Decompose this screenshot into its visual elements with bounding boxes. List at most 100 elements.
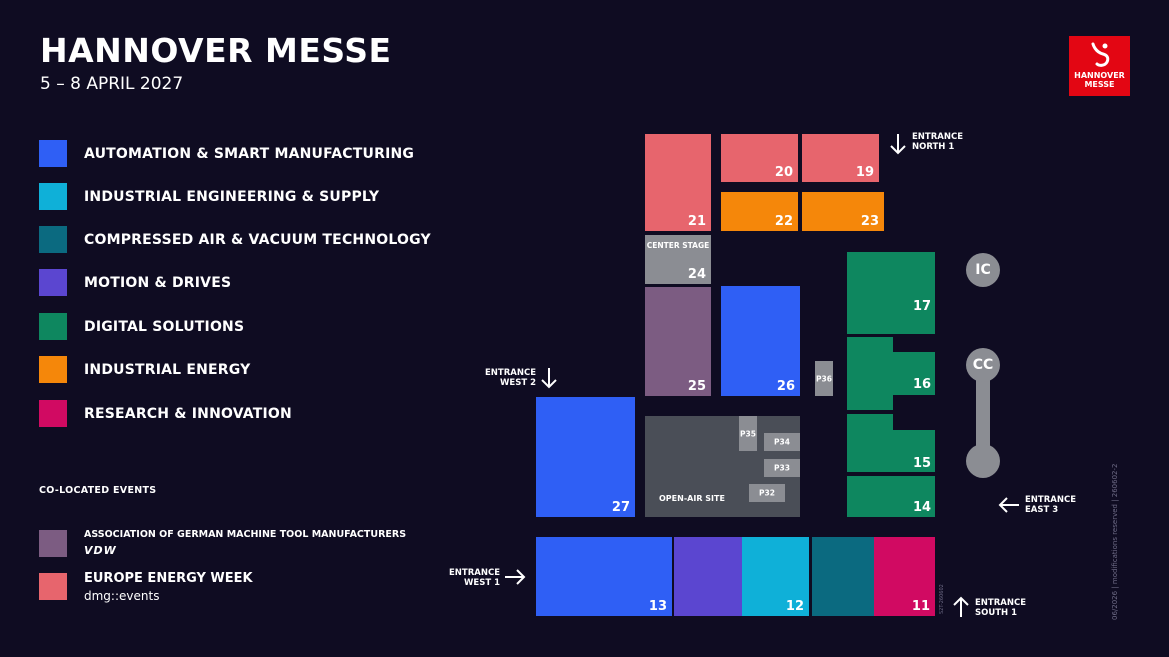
- cc-bottom-circle: [966, 444, 1000, 478]
- hall-14-shape[interactable]: [847, 476, 935, 517]
- hall-16-shape[interactable]: [847, 337, 935, 410]
- entrance-label: WEST 1: [464, 577, 500, 588]
- legend-label-motion-drives: MOTION & DRIVES: [84, 275, 232, 291]
- entrance-label: ENTRANCE: [912, 132, 963, 142]
- entrance-label: WEST 2: [500, 377, 536, 388]
- hall-20[interactable]: 20: [721, 134, 798, 182]
- hall-12[interactable]: 12: [742, 537, 809, 616]
- legend-label-automation: AUTOMATION & SMART MANUFACTURING: [84, 146, 415, 162]
- legend-swatch-automation: [39, 140, 67, 167]
- colocated-swatch-vdw: [39, 530, 67, 557]
- hall-22[interactable]: 22: [721, 192, 798, 231]
- vdw-brand: VDW: [84, 544, 117, 557]
- hall-15-shape[interactable]: [847, 414, 935, 472]
- footer-note: 06/2026 | modifications reserved | 26060…: [1111, 463, 1119, 620]
- entrance-label: ENTRANCE: [975, 598, 1026, 608]
- footer-code: S2T-260602: [939, 584, 945, 614]
- center-stage-label: CENTER STAGE: [646, 241, 710, 250]
- hall-15-number: 15: [913, 456, 932, 471]
- hall-14-number: 14: [913, 500, 932, 515]
- logo-mark-icon: [1091, 42, 1110, 67]
- arrow-down-icon: [541, 368, 557, 389]
- entrance-label: EAST 3: [1025, 504, 1059, 515]
- cc-circle[interactable]: CC: [966, 348, 1000, 382]
- entrance-label: ENTRANCE: [485, 368, 536, 378]
- hall-number: 19: [855, 165, 874, 180]
- legend-swatch-motion-drives: [39, 269, 67, 296]
- pavilion-p34[interactable]: P34: [764, 433, 800, 451]
- hall-17-notch: [847, 316, 893, 334]
- arrow-down-icon: [890, 134, 906, 155]
- event-dates: 5 – 8 APRIL 2027: [40, 74, 184, 94]
- hall-26[interactable]: 26: [721, 286, 800, 396]
- hall-25[interactable]: 25: [645, 287, 711, 396]
- hall-13-motion-section[interactable]: [674, 537, 742, 616]
- hall-number: 22: [774, 214, 793, 229]
- legend-label-digital-solutions: DIGITAL SOLUTIONS: [84, 319, 245, 335]
- hannover-messe-logo: HANNOVER MESSE: [1069, 36, 1130, 96]
- logo-text-line1: HANNOVER: [1074, 71, 1125, 80]
- legend-swatch-digital-solutions: [39, 313, 67, 340]
- hall-number: 24: [687, 267, 706, 282]
- logo-text-line2: MESSE: [1084, 80, 1115, 89]
- hall-number: 27: [611, 500, 630, 515]
- entrance-label: ENTRANCE: [449, 568, 500, 578]
- hall-19[interactable]: 19: [802, 134, 879, 182]
- legend-label-research-innovation: RESEARCH & INNOVATION: [84, 406, 292, 422]
- colocated-swatch-eew: [39, 573, 67, 600]
- hall-24-center-stage[interactable]: CENTER STAGE 24: [645, 235, 711, 284]
- pavilion-p35[interactable]: P35: [739, 416, 757, 451]
- dmg-events-brand: dmg::events: [84, 589, 160, 603]
- pavilion-p32[interactable]: P32: [749, 484, 785, 502]
- hall-number: 25: [687, 379, 706, 394]
- arrow-right-icon: [505, 569, 526, 585]
- hall-21[interactable]: 21: [645, 134, 711, 231]
- pavilion-label: P36: [816, 373, 832, 383]
- legend-swatch-industrial-energy: [39, 356, 67, 383]
- cc-connector: [976, 365, 990, 460]
- legend-swatch-compressed-air: [39, 226, 67, 253]
- cc-label: CC: [972, 357, 994, 373]
- page-title: HANNOVER MESSE: [40, 31, 392, 70]
- hall-number: 23: [860, 214, 879, 229]
- hall-number: 12: [785, 599, 804, 614]
- entrance-label: ENTRANCE: [1025, 495, 1076, 505]
- hall-number: 21: [687, 214, 706, 229]
- east-halls-shapes: [847, 252, 935, 517]
- legend-label-industrial-engineering: INDUSTRIAL ENGINEERING & SUPPLY: [84, 189, 380, 205]
- hall-number: 13: [648, 599, 667, 614]
- hall-number: 26: [776, 379, 795, 394]
- legend-label-compressed-air: COMPRESSED AIR & VACUUM TECHNOLOGY: [84, 232, 431, 248]
- colocated-label-vdw: ASSOCIATION OF GERMAN MACHINE TOOL MANUF…: [84, 529, 407, 540]
- hall-11[interactable]: 11: [874, 537, 935, 616]
- hall-11-compressed-air-section[interactable]: [812, 537, 874, 616]
- hall-17-number: 17: [913, 299, 932, 314]
- hall-16-number: 16: [913, 377, 932, 392]
- ic-label: IC: [975, 262, 991, 278]
- hall-number: 20: [774, 165, 793, 180]
- open-air-label: OPEN-AIR SITE: [659, 494, 725, 503]
- pavilion-label: P32: [759, 488, 775, 498]
- arrow-up-icon: [953, 596, 969, 617]
- colocated-heading: CO-LOCATED EVENTS: [39, 485, 157, 496]
- entrance-label: SOUTH 1: [975, 607, 1018, 618]
- pavilion-label: P35: [740, 428, 756, 438]
- pavilion-p36[interactable]: P36: [815, 361, 833, 396]
- colocated-label-eew: EUROPE ENERGY WEEK: [84, 571, 253, 586]
- entrance-label: NORTH 1: [912, 141, 955, 152]
- pavilion-p33[interactable]: P33: [764, 459, 800, 477]
- hall-number: 11: [911, 599, 930, 614]
- ic-circle[interactable]: IC: [966, 253, 1000, 287]
- hall-23[interactable]: 23: [802, 192, 884, 231]
- legend-label-industrial-energy: INDUSTRIAL ENERGY: [84, 362, 251, 378]
- legend-swatch-industrial-engineering: [39, 183, 67, 210]
- hall-17-shape[interactable]: [847, 252, 935, 334]
- arrow-left-icon: [998, 497, 1019, 513]
- hall-13[interactable]: 13: [536, 537, 672, 616]
- hall-27[interactable]: 27: [536, 397, 635, 517]
